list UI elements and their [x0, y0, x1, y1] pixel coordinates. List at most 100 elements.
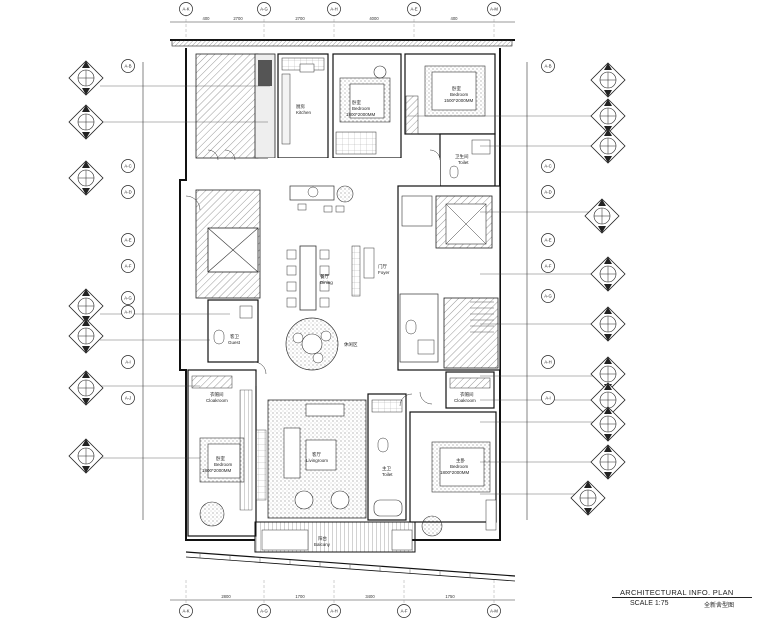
- dimension-value-bottom: 2800: [221, 594, 231, 599]
- dimension-value-bottom: 3400: [365, 594, 375, 599]
- svg-text:A-F: A-F: [401, 609, 408, 614]
- label-bedroom1-size: 1500*2000MM: [444, 98, 474, 103]
- dimension-value-top: 400: [203, 16, 211, 21]
- svg-text:A-J: A-J: [125, 396, 131, 401]
- elevation-tags-left: [68, 60, 104, 474]
- svg-text:A-D: A-D: [124, 190, 131, 195]
- svg-text:A-B: A-B: [545, 64, 552, 69]
- svg-text:A-M: A-M: [490, 609, 498, 614]
- svg-text:A-E: A-E: [545, 238, 552, 243]
- elevation-tags-right: [570, 62, 626, 516]
- label-bedroom-left-size: 1800*2000MM: [202, 468, 232, 473]
- grid-axis-top: A-E: [407, 2, 421, 16]
- label-foyer-cn: 门厅: [378, 263, 387, 270]
- grid-axis-bottom: A-M: [487, 604, 501, 618]
- drawing-title-cn: 全新舍型图: [704, 602, 735, 609]
- elevation-tag-right: [590, 62, 626, 98]
- label-master-cn: 主卧: [456, 457, 465, 464]
- dimension-value-bottom: 1700: [295, 594, 305, 599]
- top-facade-strip: [171, 39, 513, 47]
- grid-axis-lines: [185, 14, 495, 608]
- grid-axis-top: A-G: [257, 2, 271, 16]
- grid-axis-right: A-D: [541, 185, 555, 199]
- svg-text:A-H: A-H: [544, 360, 551, 365]
- grid-axis-right: A-E: [541, 233, 555, 247]
- dimension-value-bottom: 1750: [445, 594, 455, 599]
- label-master-size: 1800*2000MM: [440, 470, 470, 475]
- elevation-tag-right: [590, 98, 626, 134]
- grid-axis-left: A-G: [121, 291, 135, 305]
- svg-text:A-B: A-B: [125, 64, 132, 69]
- label-master-en: Bedroom: [450, 464, 469, 469]
- grid-axis-left: A-F: [121, 259, 135, 273]
- elevation-tag-right: [590, 406, 626, 442]
- label-kitchen-cn: 厨房: [296, 103, 305, 110]
- svg-text:A-G: A-G: [260, 7, 267, 12]
- grid-axis-bottom: A-K: [179, 604, 193, 618]
- label-balcony-en: Balcony: [314, 542, 331, 547]
- elevation-tag-right: [584, 198, 620, 234]
- dimension-text-bottom: 2800 1700 3400 1750: [221, 594, 455, 599]
- grid-axis-bubbles-left: A-B A-C A-D A-E A-F A-G A-H A-I A-J: [121, 59, 135, 405]
- elevation-tag-right: [590, 444, 626, 480]
- label-bedroom1-cn: 卧室: [452, 85, 461, 92]
- dimension-value-top: 4000: [369, 16, 379, 21]
- label-living-cn: 客厅: [312, 451, 321, 458]
- label-circle-area-cn: 休闲区: [344, 341, 358, 348]
- stair-shaft-right: [443, 297, 499, 369]
- svg-text:A-D: A-D: [544, 190, 551, 195]
- label-guest-cn: 客卫: [230, 333, 239, 340]
- label-balcony-cn: 阳台: [318, 535, 327, 542]
- dining-table: [299, 245, 317, 311]
- grid-axis-right: A-G: [541, 289, 555, 303]
- elevation-tag-left: [68, 60, 104, 96]
- grid-axis-right: A-F: [541, 259, 555, 273]
- grid-axis-left: A-I: [121, 355, 135, 369]
- svg-text:A-K: A-K: [183, 7, 190, 12]
- label-bedroom-left-cn: 卧室: [216, 455, 225, 462]
- svg-text:A-H: A-H: [124, 310, 131, 315]
- title-underline: [612, 597, 752, 598]
- column-fill: [258, 60, 272, 86]
- grid-axis-bottom: A-G: [257, 604, 271, 618]
- grid-axis-left: A-D: [121, 185, 135, 199]
- label-bedroom2-size: 1800*2000MM: [346, 112, 376, 117]
- elevation-tag-right: [590, 256, 626, 292]
- svg-text:A-F: A-F: [125, 264, 132, 269]
- small-wc-right: [401, 195, 433, 227]
- drawing-title: ARCHITECTURAL INFO. PLAN: [620, 588, 734, 597]
- svg-text:A-M: A-M: [490, 7, 498, 12]
- label-bedroom1-en: Bedroom: [450, 92, 469, 97]
- breakfast-table: [289, 185, 335, 201]
- svg-text:A-I: A-I: [545, 396, 550, 401]
- dimension-value-top: 400: [451, 16, 459, 21]
- svg-text:A-E: A-E: [125, 238, 132, 243]
- svg-text:A-G: A-G: [544, 294, 551, 299]
- svg-text:A-C: A-C: [124, 164, 131, 169]
- title-block: ARCHITECTURAL INFO. PLAN SCALE 1:75 全新舍型…: [612, 588, 752, 614]
- grid-axis-left: A-B: [121, 59, 135, 73]
- grid-axis-left: A-C: [121, 159, 135, 173]
- bathtub: [373, 499, 403, 517]
- drawing-scale: SCALE 1:75: [630, 600, 669, 607]
- elevation-tag-left: [68, 104, 104, 140]
- tv-console: [305, 403, 345, 417]
- label-bedroom2-cn: 卧室: [352, 99, 361, 106]
- svg-text:A-F: A-F: [545, 264, 552, 269]
- label-toilet-top-cn: 卫生间: [455, 153, 469, 160]
- label-cloak-right-en: Cloakroom: [454, 398, 476, 403]
- grid-axis-bubbles-right: A-BA-CA-DA-EA-FA-GA-HA-I: [541, 59, 555, 405]
- grid-axis-top: A-K: [179, 2, 193, 16]
- sofa-left: [283, 427, 301, 479]
- elevation-tag-left: [68, 370, 104, 406]
- label-toilet-bottom-en: Toilet: [382, 472, 393, 477]
- label-foyer-en: Foyer: [378, 270, 390, 275]
- label-toilet-top-en: Toilet: [458, 160, 469, 165]
- dimension-value-top: 2700: [295, 16, 305, 21]
- elevation-tag-left: [68, 438, 104, 474]
- grid-axis-top: A-H: [327, 2, 341, 16]
- elevation-tag-right: [570, 480, 606, 516]
